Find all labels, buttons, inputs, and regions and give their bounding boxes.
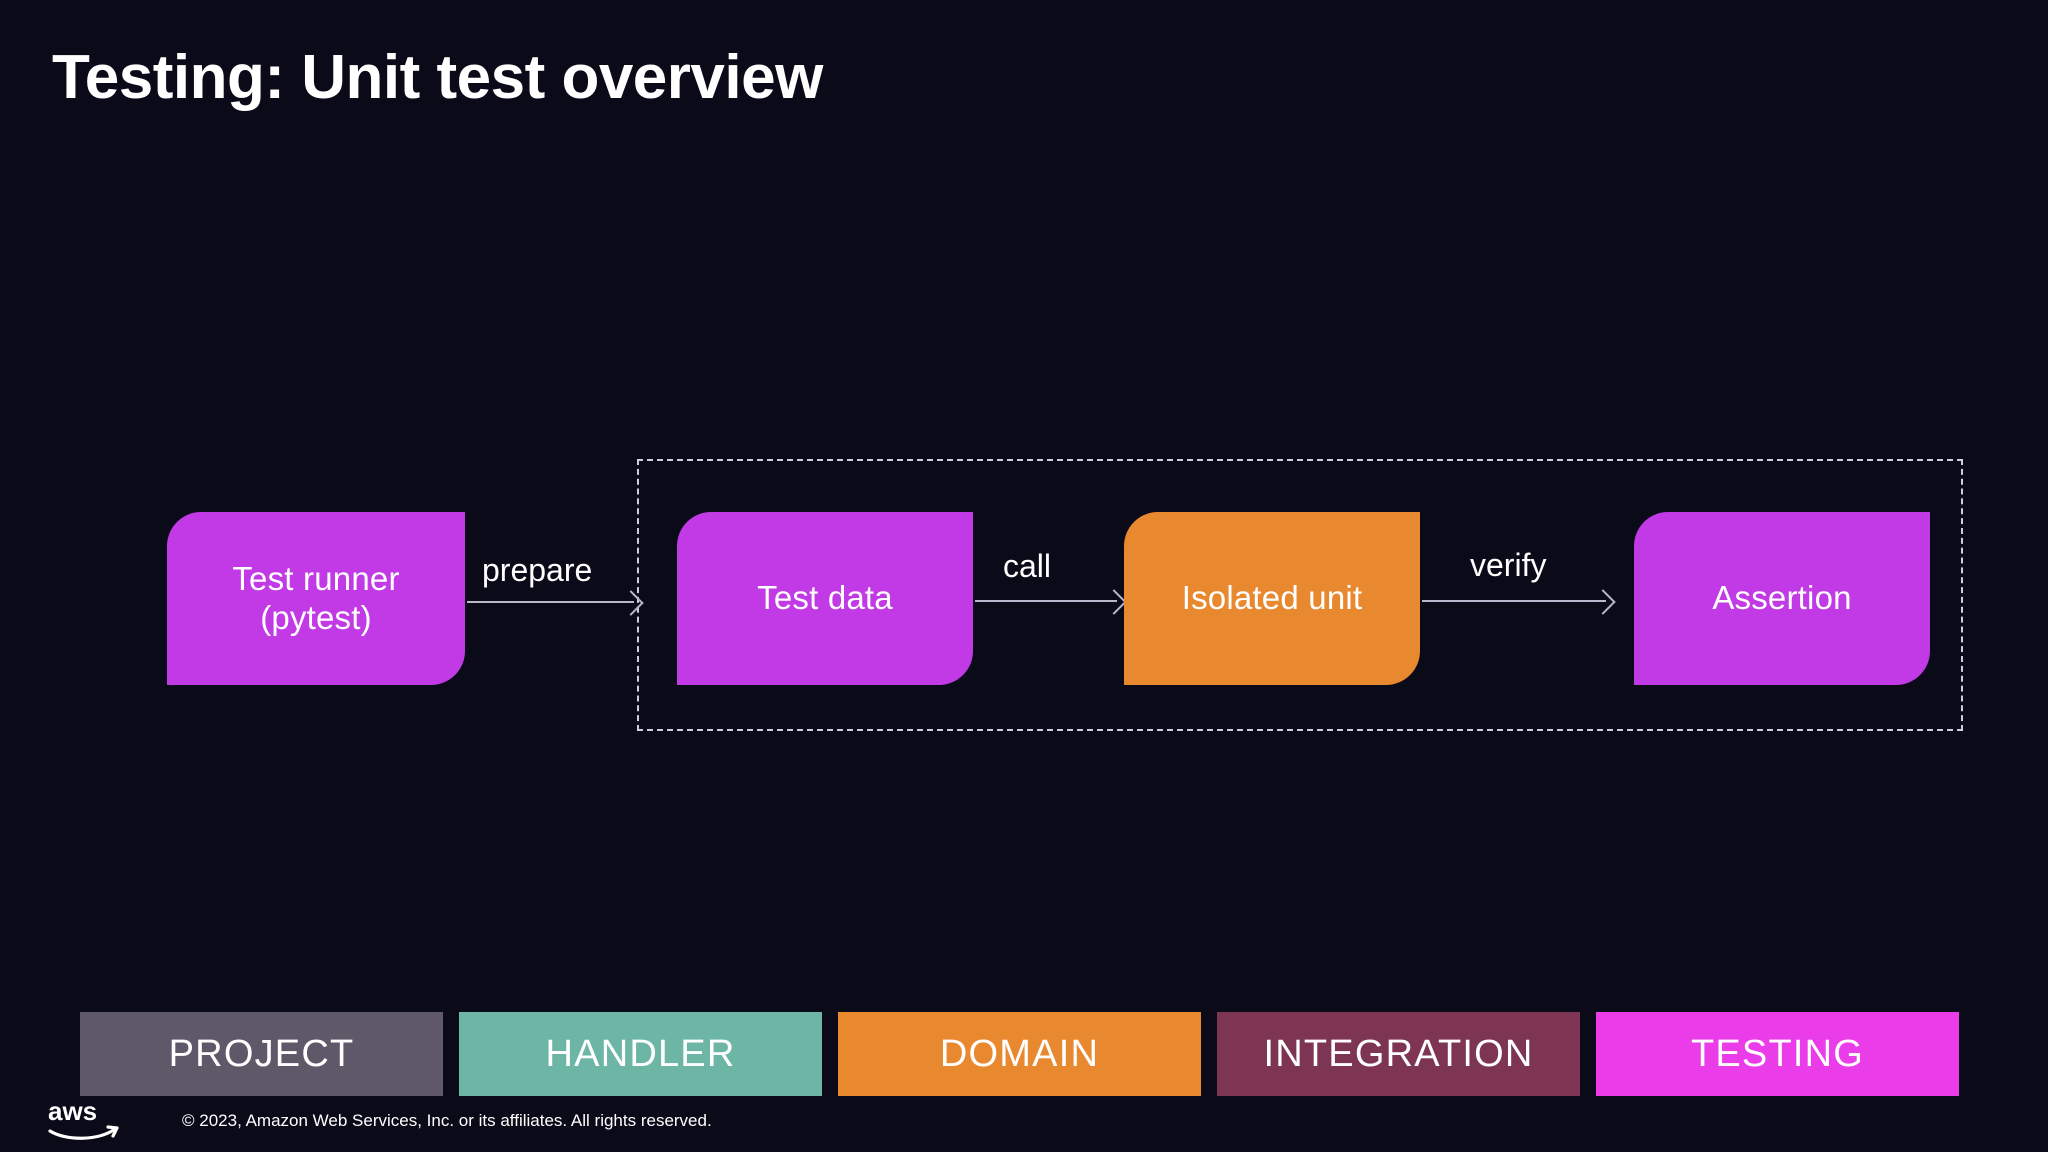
nav-chip-testing-label: TESTING [1690,1032,1865,1075]
node-assertion[interactable]: Assertion [1634,512,1930,685]
node-test-runner-line1: Test runner [232,559,400,597]
nav-chip-integration[interactable]: INTEGRATION [1217,1012,1580,1096]
node-assertion-label: Assertion [1712,579,1852,617]
edge-label-prepare: prepare [482,552,593,588]
edge-verify-line [1422,600,1606,602]
nav-chip-testing[interactable]: TESTING [1596,1012,1959,1096]
nav-chip-integration-label: INTEGRATION [1263,1032,1534,1075]
node-test-data-label: Test data [757,579,893,617]
edge-call-line [975,600,1117,602]
node-isolated-unit-label: Isolated unit [1181,579,1363,617]
page-title: Testing: Unit test overview [52,43,823,112]
edge-label-verify: verify [1470,547,1547,583]
node-isolated-unit[interactable]: Isolated unit [1124,512,1420,685]
node-test-runner[interactable]: Test runner (pytest) [167,512,465,685]
nav-chip-project-label: PROJECT [168,1032,355,1075]
dashed-group-boundary [637,459,1963,731]
bottom-nav: PROJECT HANDLER DOMAIN INTEGRATION TESTI… [0,1012,2048,1096]
nav-chip-handler-label: HANDLER [545,1032,736,1075]
aws-logo-icon: aws [48,1096,126,1142]
node-test-runner-line2: (pytest) [260,598,372,636]
copyright-text: © 2023, Amazon Web Services, Inc. or its… [182,1111,712,1130]
svg-text:aws: aws [48,1098,97,1126]
nav-chip-handler[interactable]: HANDLER [459,1012,822,1096]
edge-prepare-line [467,601,634,603]
nav-chip-domain[interactable]: DOMAIN [838,1012,1201,1096]
edge-label-call: call [1003,548,1052,584]
nav-chip-project[interactable]: PROJECT [80,1012,443,1096]
nav-chip-domain-label: DOMAIN [939,1032,1100,1075]
node-test-data[interactable]: Test data [677,512,973,685]
